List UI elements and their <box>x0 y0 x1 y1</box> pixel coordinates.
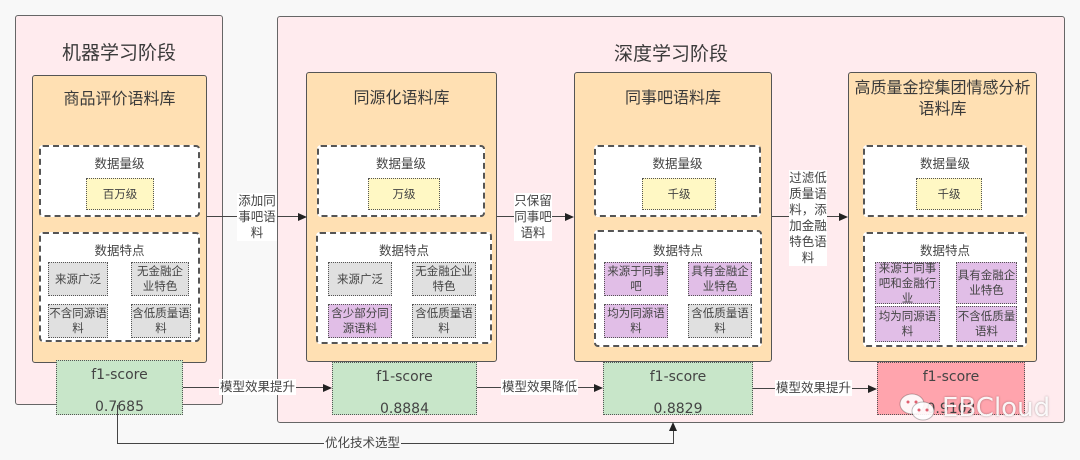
arrow-head-icon <box>565 213 574 221</box>
feature-chip-highlight: 含少部分同源语料 <box>328 304 392 338</box>
feature-chip: 无金融企业特色 <box>131 262 189 296</box>
features-panel: 数据特点 来源广泛 无金融企业特色 含少部分同源语料 含低质量语料 <box>316 232 492 344</box>
feature-chip-highlight: 均为同源语料 <box>604 304 668 338</box>
feature-chip-highlight: 来源于同事吧 <box>604 262 668 296</box>
panel-title: 数据特点 <box>378 243 429 258</box>
features-panel: 数据特点 来源于同事吧和金融行业 具有金融企业特色 均为同源语料 不含低质量语料 <box>863 232 1027 347</box>
f1-score-value: 0.8829 <box>653 401 703 417</box>
f1-score-box-best: f1-score 0.9102 <box>877 362 1025 417</box>
feature-chip: 来源广泛 <box>48 262 108 296</box>
panel-title: 数据量级 <box>652 156 703 171</box>
transition-label: 只保留同事吧语料 <box>514 193 552 241</box>
features-panel: 数据特点 来源广泛 无金融企业特色 不含同源语料 含低质量语料 <box>39 232 200 342</box>
feature-chip-highlight: 来源于同事吧和金融行业 <box>875 261 940 305</box>
arrow-head-icon <box>298 213 307 221</box>
panel-title: 数据特点 <box>652 243 703 258</box>
features-panel: 数据特点 来源于同事吧 具有金融企业特色 均为同源语料 含低质量语料 <box>594 230 762 347</box>
optimization-label: 优化技术选型 <box>324 435 402 451</box>
f1-score-box: f1-score 0.7685 <box>56 360 183 415</box>
feature-chip: 含低质量语料 <box>412 304 476 338</box>
corpus-title: 高质量金控集团情感分析语料库 <box>854 78 1031 118</box>
corpus-title: 同源化语料库 <box>353 88 450 107</box>
volume-panel: 数据量级 万级 <box>317 145 485 217</box>
feature-chip: 来源广泛 <box>328 262 392 296</box>
arrow-head-icon <box>594 384 603 392</box>
f1-score-label: f1-score <box>376 369 433 385</box>
volume-chip: 千级 <box>642 178 716 210</box>
feature-chip: 无金融企业特色 <box>412 262 476 296</box>
corpus-title: 商品评价语料库 <box>63 89 176 108</box>
f1-score-value: 0.8884 <box>380 401 429 417</box>
watermark-text: EBCloud <box>942 393 1051 423</box>
volume-chip: 千级 <box>916 178 982 210</box>
panel-title: 数据特点 <box>94 243 145 258</box>
f1-score-value: 0.9102 <box>926 401 976 417</box>
f1-score-box: f1-score 0.8829 <box>603 362 753 417</box>
feature-chip-highlight: 具有金融企业特色 <box>688 262 752 296</box>
score-transition-label: 模型效果提升 <box>775 380 853 396</box>
volume-panel: 数据量级 百万级 <box>39 145 200 217</box>
connector-line <box>117 405 118 443</box>
arrow-head-icon <box>323 384 332 392</box>
transition-label: 过滤低质量语料，添加金融特色语料 <box>789 170 827 266</box>
f1-score-value: 0.7685 <box>95 399 144 415</box>
score-transition-label: 模型效果提升 <box>219 379 297 395</box>
panel-title: 数据量级 <box>919 156 970 171</box>
feature-chip: 含低质量语料 <box>688 304 752 338</box>
arrow-head-icon <box>839 213 848 221</box>
feature-chip-highlight: 不含低质量语料 <box>956 306 1017 342</box>
stage-title: 机器学习阶段 <box>61 42 176 64</box>
volume-chip: 百万级 <box>86 178 154 210</box>
score-transition-label: 模型效果降低 <box>501 379 579 395</box>
f1-score-label: f1-score <box>649 369 707 385</box>
f1-score-label: f1-score <box>91 367 148 383</box>
feature-chip-highlight: 具有金融企业特色 <box>956 262 1017 304</box>
volume-panel: 数据量级 千级 <box>594 145 761 217</box>
panel-title: 数据量级 <box>375 156 426 171</box>
feature-chip: 含低质量语料 <box>131 304 191 338</box>
transition-label: 添加同事吧语料 <box>237 193 277 241</box>
watermark: EBCloud <box>898 392 1050 424</box>
panel-title: 数据量级 <box>94 156 145 171</box>
feature-chip: 不含同源语料 <box>48 304 108 338</box>
wechat-icon <box>899 393 935 421</box>
arrow-head-icon <box>669 422 677 431</box>
f1-score-label: f1-score <box>922 369 980 385</box>
panel-title: 数据特点 <box>919 243 970 258</box>
volume-chip: 万级 <box>368 178 440 210</box>
feature-chip-highlight: 均为同源语料 <box>875 306 940 342</box>
corpus-title: 同事吧语料库 <box>624 88 721 107</box>
connector-line <box>673 430 674 444</box>
volume-panel: 数据量级 千级 <box>863 145 1027 217</box>
arrow-head-icon <box>868 385 877 393</box>
stage-title: 深度学习阶段 <box>613 43 728 65</box>
f1-score-box: f1-score 0.8884 <box>332 362 477 417</box>
